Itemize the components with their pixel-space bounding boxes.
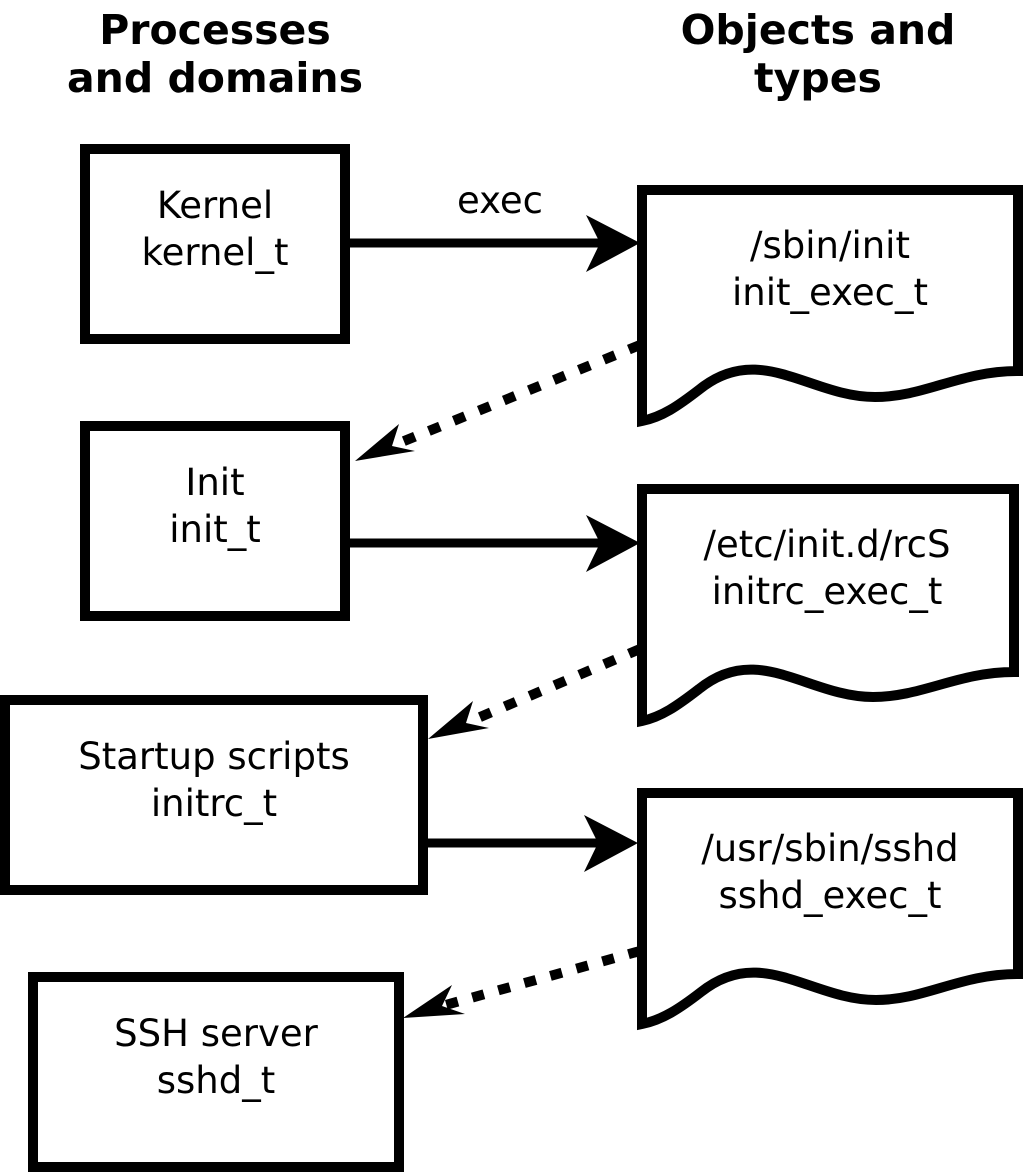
node-label-startup-scripts: Startup scripts initrc_t [78,735,350,826]
node-label-initd-rcs: /etc/init.d/rcS initrc_exec_t [703,523,951,614]
edge-init-exec-rcs [350,515,640,572]
node-label-init: Init init_t [169,461,261,552]
node-box-init[interactable] [80,421,350,621]
node-document-sbin-init[interactable] [637,185,1023,428]
column-header-objects-and-types: Objects and types [680,6,956,103]
node-box-startup-scripts[interactable] [0,695,428,895]
node-label-usr-sshd: /usr/sbin/sshd sshd_exec_t [701,827,959,918]
edge-kernel-exec-init [350,215,640,272]
edge-sshdexec-transition-sshd [403,946,642,1018]
column-header-processes-and-domains: Processes and domains [66,6,364,103]
node-label-ssh-server: SSH server sshd_t [114,1012,318,1103]
edge-label-exec: exec [457,179,543,222]
node-label-kernel: Kernel kernel_t [141,184,289,275]
edge-initrc-exec-sshd [428,815,638,872]
edge-sbininit-transition-init [355,340,642,461]
node-document-initd-rcs[interactable] [637,484,1019,728]
node-document-usr-sshd[interactable] [637,788,1023,1031]
node-label-sbin-init: /sbin/init init_exec_t [731,224,928,315]
node-box-ssh-server[interactable] [28,972,404,1172]
edge-rcs-transition-initrc [428,644,642,739]
node-box-kernel[interactable] [80,144,350,344]
